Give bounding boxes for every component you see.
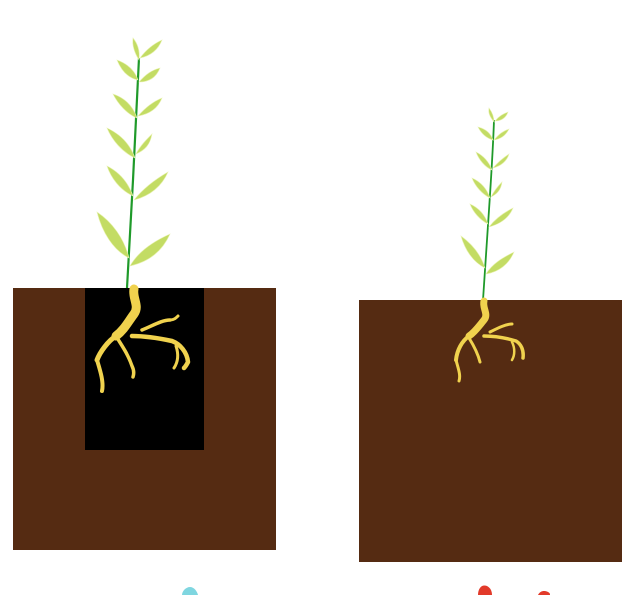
left-panel — [13, 38, 276, 595]
right-panel — [359, 108, 622, 595]
leaf — [461, 236, 485, 268]
right-soil-block — [359, 300, 622, 562]
leaf — [470, 204, 488, 224]
leaf — [472, 178, 490, 198]
leaf — [491, 182, 502, 197]
leaf — [107, 128, 135, 158]
leaf — [489, 208, 513, 227]
leaf — [138, 98, 162, 116]
right-marker — [478, 585, 550, 595]
left-marker — [182, 587, 198, 595]
leaf — [134, 172, 168, 200]
leaf — [493, 154, 509, 168]
leaf — [130, 234, 170, 266]
leaf — [139, 68, 160, 82]
leaf — [478, 127, 493, 140]
leaf — [136, 134, 152, 154]
leaf — [140, 40, 162, 58]
left-stem — [127, 58, 139, 288]
leaf — [476, 152, 492, 170]
marker-shape — [478, 585, 492, 595]
leaf — [107, 166, 133, 196]
leaf — [133, 38, 140, 60]
leaf — [495, 112, 508, 121]
left-soil-hole — [85, 288, 204, 450]
leaf — [489, 108, 494, 122]
right-leaves — [461, 108, 514, 274]
leaf — [97, 212, 129, 258]
leaf — [486, 252, 514, 274]
marker-shape — [538, 591, 550, 595]
leaf — [113, 94, 137, 118]
leaf — [117, 60, 138, 80]
leaf — [494, 129, 509, 140]
